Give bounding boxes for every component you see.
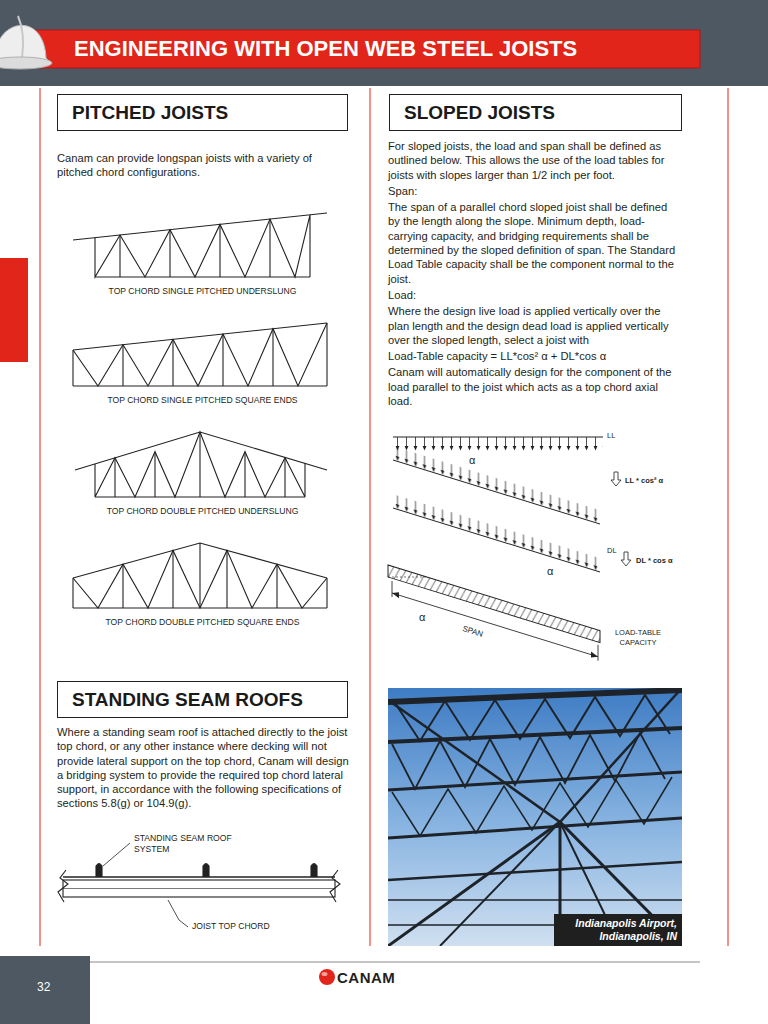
standing-seam-detail — [58, 843, 340, 927]
hardhat-icon — [0, 16, 52, 69]
label-wrap: TOP CHORD DOUBLE PITCHED SQUARE ENDS — [57, 617, 348, 628]
column-rule — [370, 88, 371, 946]
label-wrap: TOP CHORD SINGLE PITCHED SQUARE ENDS — [57, 395, 348, 406]
label-wrap: TOP CHORD SINGLE PITCHED UNDERSLUNG — [57, 286, 348, 297]
body-text: The span of a parallel chord sloped jois… — [388, 200, 682, 286]
label-wrap: STANDING SEAM ROOF SYSTEM — [134, 833, 234, 855]
photo-caption: Indianapolis Airport, Indianapolis, IN — [559, 917, 677, 943]
margin-rule — [728, 88, 729, 946]
title-bar — [22, 30, 700, 68]
body-text: Span: — [388, 184, 682, 198]
label-wrap: TOP CHORD DOUBLE PITCHED UNDERSLUNG — [57, 506, 348, 517]
label-wrap: α — [468, 450, 476, 468]
label-wrap: CANAM — [337, 968, 395, 987]
title-wrap: ENGINEERING WITH OPEN WEB STEEL JOISTS — [74, 36, 577, 62]
label-wrap: JOIST TOP CHORD — [192, 921, 312, 932]
label-wrap: α — [546, 561, 554, 579]
joist-drawing — [73, 213, 327, 277]
margin-rule — [40, 88, 41, 946]
label-wrap: LL * cos² α — [625, 476, 663, 485]
angle-label: α — [468, 453, 476, 467]
body-text: Canam can provide longspan joists with a… — [57, 151, 349, 180]
airport-photo — [388, 688, 682, 946]
label-wrap: LOAD-TABLE CAPACITY — [603, 628, 673, 647]
figure-caption: TOP CHORD SINGLE PITCHED UNDERSLUNG — [57, 286, 348, 297]
footer-block — [0, 956, 90, 1024]
label-wrap: LL — [607, 431, 615, 440]
load-label: DL — [607, 546, 617, 555]
footer-rule — [90, 962, 700, 963]
angle-label: α — [546, 564, 554, 578]
body-text: Where the design live load is applied ve… — [388, 304, 682, 347]
logo-ball — [319, 969, 335, 985]
body-text: For sloped joists, the load and span sha… — [388, 139, 682, 182]
side-tab — [0, 258, 28, 362]
body-text: Load: — [388, 288, 682, 302]
body-text: Where a standing seam roof is attached d… — [57, 725, 349, 811]
photo-caption-box: Indianapolis Airport, Indianapolis, IN — [554, 914, 682, 946]
label-wrap: DL * cos α — [636, 556, 673, 565]
section-heading: PITCHED JOISTS — [72, 103, 228, 123]
section-heading-box: SLOPED JOISTS — [389, 94, 682, 131]
figure-caption: TOP CHORD DOUBLE PITCHED UNDERSLUNG — [57, 506, 348, 517]
callout-label: STANDING SEAM ROOF SYSTEM — [134, 833, 234, 855]
callout-label: JOIST TOP CHORD — [192, 921, 312, 932]
section-heading: STANDING SEAM ROOFS — [72, 690, 303, 710]
label-wrap: α — [418, 607, 426, 625]
joist-drawing — [75, 432, 327, 497]
section-heading-box: STANDING SEAM ROOFS — [57, 681, 348, 718]
body-text: Canam will automatically design for the … — [388, 365, 682, 408]
joist-drawing — [73, 323, 327, 386]
brand-logo: CANAM — [337, 968, 395, 987]
section-heading-box: PITCHED JOISTS — [57, 94, 348, 131]
joist-drawing — [73, 543, 327, 608]
load-diagram — [388, 437, 631, 661]
label-wrap: DL — [607, 546, 617, 555]
page-title: ENGINEERING WITH OPEN WEB STEEL JOISTS — [74, 36, 577, 62]
page-number-box: 32 — [0, 956, 90, 1024]
formula: Load-Table capacity = LL*cos² α + DL*cos… — [388, 349, 682, 363]
figure-caption: TOP CHORD DOUBLE PITCHED SQUARE ENDS — [57, 617, 348, 628]
label-wrap: SPAN — [461, 624, 484, 640]
load-label: LL * cos² α — [625, 476, 663, 485]
section-heading: SLOPED JOISTS — [404, 103, 555, 123]
angle-label: α — [418, 610, 426, 624]
dimension-label: SPAN — [461, 624, 484, 640]
load-label: LL — [607, 431, 615, 440]
label-wrap: Where a standing seam roof is attached d… — [57, 725, 349, 811]
figure-caption: TOP CHORD SINGLE PITCHED SQUARE ENDS — [57, 395, 348, 406]
callout-label: LOAD-TABLE CAPACITY — [603, 628, 673, 647]
header-band — [0, 0, 768, 86]
label-wrap: Canam can provide longspan joists with a… — [57, 151, 349, 180]
page-number: 32 — [37, 980, 90, 994]
load-label: DL * cos α — [636, 556, 673, 565]
text-column: For sloped joists, the load and span sha… — [388, 139, 682, 408]
